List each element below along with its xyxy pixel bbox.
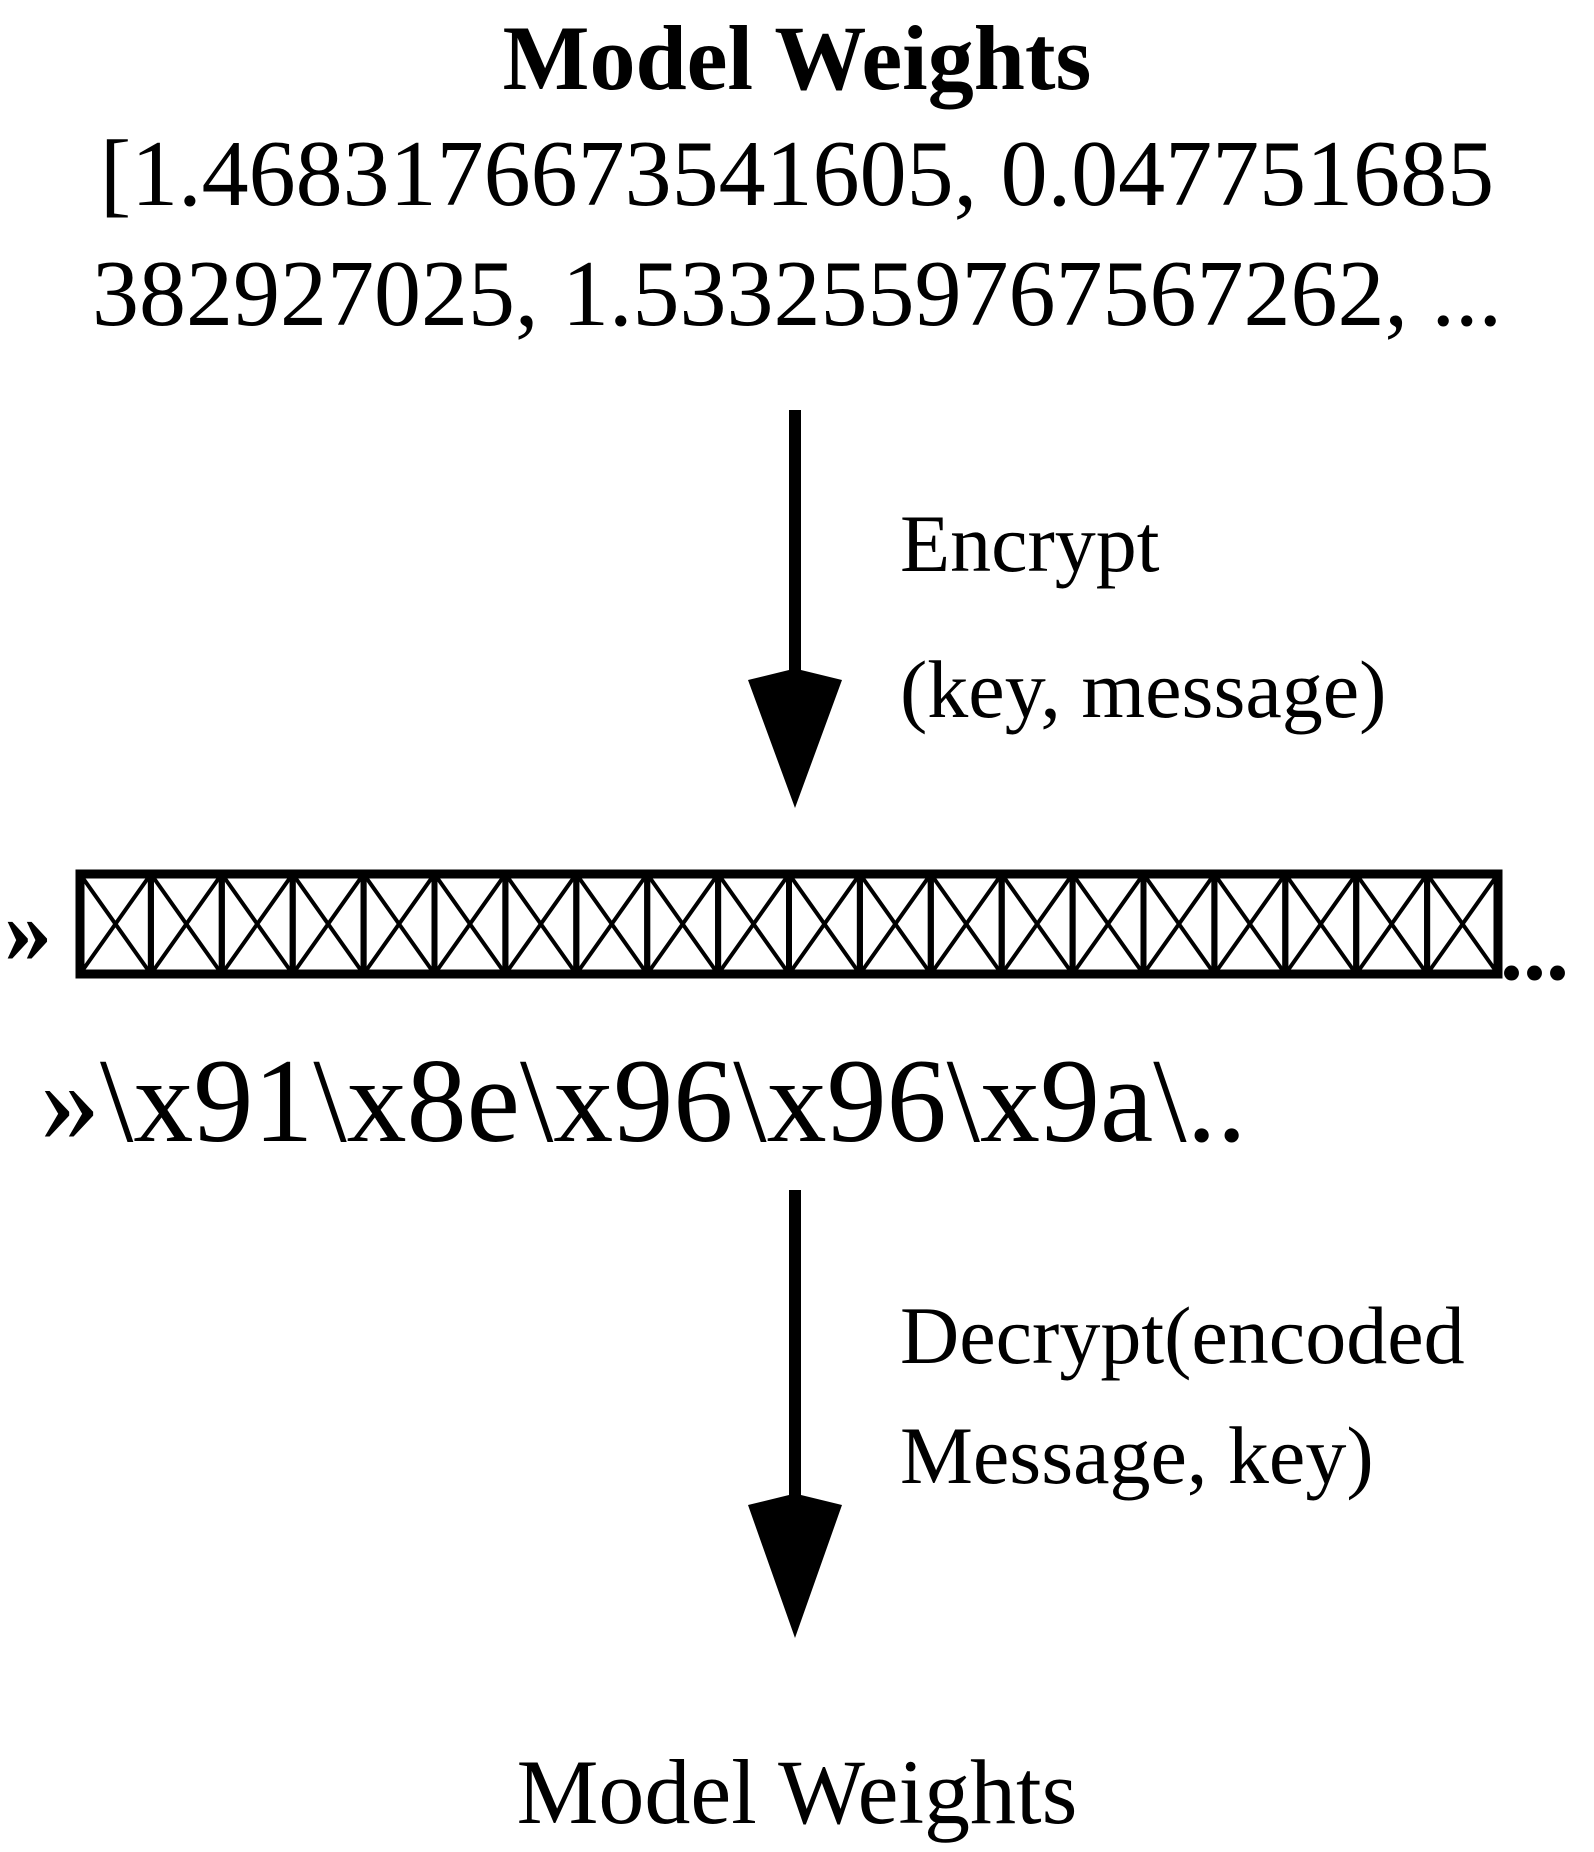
crossed-box-icon	[431, 871, 509, 977]
crossed-box-icon	[786, 871, 863, 977]
encrypt-label-line-2: (key, message)	[900, 644, 1387, 735]
decrypt-down-arrow-icon	[748, 1190, 842, 1638]
crossed-box-icon	[77, 871, 154, 977]
crossed-box-icon	[927, 871, 1005, 977]
crossed-box-icon	[715, 871, 792, 977]
arrow-shape	[748, 410, 842, 808]
arrow-shape	[748, 1190, 842, 1638]
crossed-box-icon	[147, 871, 225, 977]
cipher-blocks-icon	[75, 869, 1503, 979]
cipher-suffix: ...	[1500, 897, 1569, 999]
crossed-box-icon	[502, 871, 580, 977]
decrypt-label-line-1: Decrypt(encoded	[900, 1290, 1465, 1381]
crossed-box-icon	[856, 871, 934, 977]
encoded-message: »\x91\x8e\x96\x96\x9a\..	[40, 1034, 1247, 1167]
encrypt-down-arrow-icon	[748, 410, 842, 808]
crossed-box-icon	[573, 871, 651, 977]
crossed-box-icon	[1353, 871, 1431, 977]
top-title: Model Weights	[502, 7, 1092, 109]
cipher-prefix: »	[4, 876, 52, 983]
crossed-box-icon	[360, 871, 438, 977]
crossed-box-icon	[1424, 871, 1501, 977]
weights-line-2: 382927025, 1.5332559767567262, ...	[92, 242, 1502, 346]
crossed-box-icon	[1282, 871, 1360, 977]
crossed-box-icon	[644, 871, 722, 977]
bottom-title: Model Weights	[516, 1741, 1078, 1843]
encrypt-label-line-1: Encrypt	[900, 498, 1160, 589]
crossed-box-icon	[218, 871, 296, 977]
crossed-box-icon	[289, 871, 367, 977]
crossed-box-icon	[1140, 871, 1218, 977]
crossed-box-icon	[1069, 871, 1147, 977]
crossed-box-icon	[1211, 871, 1289, 977]
decrypt-label-line-2: Message, key)	[900, 1410, 1374, 1501]
crossed-box-icon	[998, 871, 1076, 977]
weights-line-1: [1.4683176673541605, 0.047751685	[99, 122, 1495, 226]
